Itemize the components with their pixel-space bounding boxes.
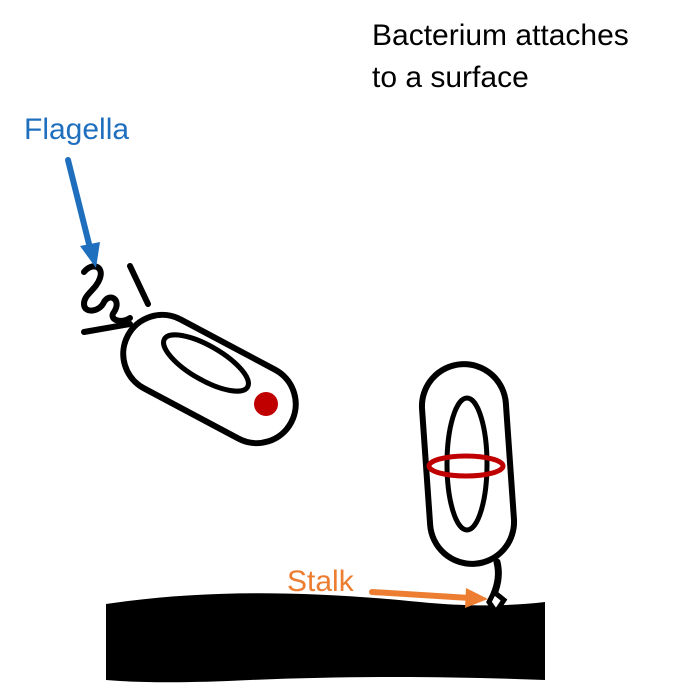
flagella-arrow <box>65 157 100 268</box>
swimming-cell-body <box>120 311 299 447</box>
flagellum-straight <box>127 263 151 307</box>
attached-cell-nucleoid <box>444 395 490 533</box>
surface <box>106 593 545 683</box>
pole-dot <box>254 392 278 416</box>
swimming-bacterium <box>80 263 299 447</box>
stalk-arrow <box>369 588 488 608</box>
title-line-2: to a surface <box>372 61 529 94</box>
attached-bacterium <box>418 361 518 617</box>
stalk <box>490 558 502 598</box>
title-line-1: Bacterium attaches <box>372 19 629 52</box>
flagella-label: Flagella <box>24 113 130 146</box>
division-ring <box>426 453 506 479</box>
swimming-cell-nucleoid <box>161 332 251 394</box>
stalk-label: Stalk <box>287 565 354 598</box>
flagellum-curly <box>80 263 133 324</box>
attached-cell-body <box>418 361 518 567</box>
holdfast <box>486 588 508 617</box>
flagellum-lower <box>81 321 133 335</box>
